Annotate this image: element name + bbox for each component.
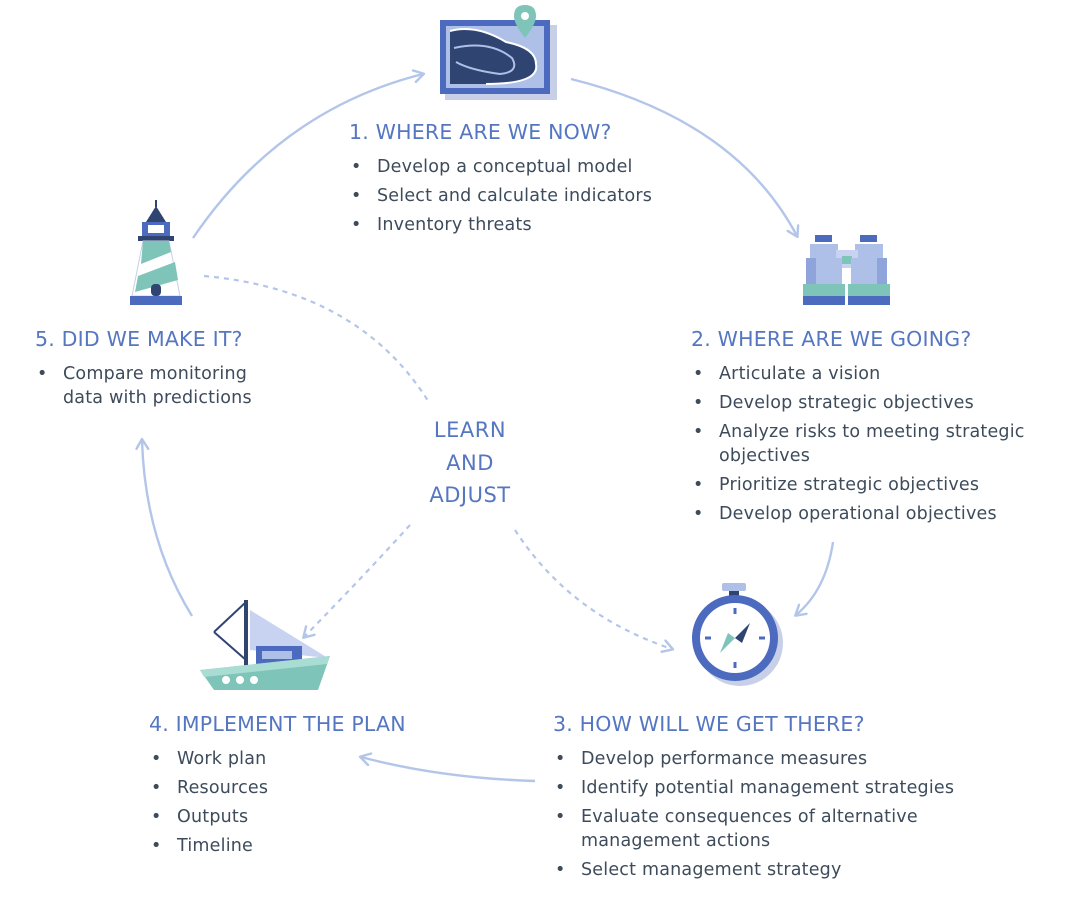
binoculars-icon <box>803 235 890 305</box>
dashed-line-lighthouse-to-center <box>203 274 431 405</box>
list-item: Select and calculate indicators <box>349 185 652 209</box>
arrow-step2-to-step3 <box>796 541 835 615</box>
list-item: Work plan <box>149 748 406 772</box>
list-item: Develop operational objectives <box>691 503 1051 527</box>
list-item: Inventory threats <box>349 214 652 238</box>
step-5-did-we-make-it: 5. DID WE MAKE IT? Compare monitoring da… <box>35 327 285 416</box>
list-item: Articulate a vision <box>691 363 1051 387</box>
step-1-bullet-list: Develop a conceptual model Select and ca… <box>349 156 652 238</box>
step-2-bullet-list: Articulate a vision Develop strategic ob… <box>691 363 1051 526</box>
step-1-title: 1. WHERE ARE WE NOW? <box>349 120 612 144</box>
arrow-step5-to-step1 <box>192 74 423 239</box>
step-3-how-will-we-get-there: 3. HOW WILL WE GET THERE? Develop perfor… <box>553 712 973 888</box>
step-5-bullet-list: Compare monitoring data with predictions <box>35 363 285 410</box>
center-label-line: AND <box>446 450 494 475</box>
map-icon <box>440 5 557 100</box>
list-item: Identify potential management strategies <box>553 777 973 801</box>
step-2-where-are-we-going: 2. WHERE ARE WE GOING? Articulate a visi… <box>691 327 1051 532</box>
list-item: Select management strategy <box>553 859 973 883</box>
lighthouse-icon <box>130 200 182 305</box>
step-4-bullet-list: Work plan Resources Outputs Timeline <box>149 748 406 859</box>
arrow-step1-to-step2 <box>570 77 797 236</box>
step-1-where-are-we-now: 1. WHERE ARE WE NOW? Develop a conceptua… <box>349 120 652 243</box>
learn-and-adjust-label: LEARN AND ADJUST <box>400 414 540 512</box>
list-item: Evaluate consequences of alternative man… <box>553 806 973 853</box>
list-item: Analyze risks to meeting strategic objec… <box>691 421 1051 468</box>
list-item: Resources <box>149 777 406 801</box>
arrow-step4-to-step5 <box>142 440 194 617</box>
center-label-line: LEARN <box>433 418 507 442</box>
dashed-arrow-center-to-boat <box>304 524 411 637</box>
step-2-title: 2. WHERE ARE WE GOING? <box>691 327 972 351</box>
center-label-line: ADJUST <box>429 483 511 507</box>
list-item: Compare monitoring data with predictions <box>35 363 285 410</box>
dashed-arrow-center-to-compass <box>514 529 672 649</box>
list-item: Develop strategic objectives <box>691 392 1051 416</box>
compass-icon <box>692 583 783 686</box>
step-3-title: 3. HOW WILL WE GET THERE? <box>553 712 865 736</box>
list-item: Prioritize strategic objectives <box>691 474 1051 498</box>
step-4-title: 4. IMPLEMENT THE PLAN <box>149 712 406 736</box>
step-4-implement-the-plan: 4. IMPLEMENT THE PLAN Work plan Resource… <box>149 712 406 864</box>
boat-icon <box>200 600 330 690</box>
step-5-title: 5. DID WE MAKE IT? <box>35 327 243 351</box>
list-item: Develop performance measures <box>553 748 973 772</box>
list-item: Timeline <box>149 835 406 859</box>
step-3-bullet-list: Develop performance measures Identify po… <box>553 748 973 882</box>
list-item: Develop a conceptual model <box>349 156 652 180</box>
list-item: Outputs <box>149 806 406 830</box>
